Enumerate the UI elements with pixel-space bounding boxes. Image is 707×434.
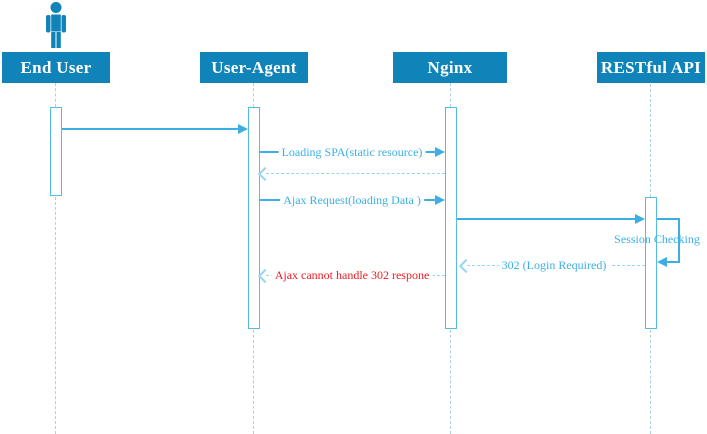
participant-label: User-Agent [211,57,297,77]
message-label: Loading SPA(static resource) [278,145,426,159]
participant-label: End User [20,57,92,77]
lifeline-user-agent [253,83,254,107]
message-line [266,173,445,174]
message-label: Session Checking [614,232,700,246]
lifeline-end-user [55,197,56,434]
message-line [457,218,636,220]
arrowhead-icon [435,147,445,157]
arrowhead-icon [238,124,248,134]
participant-end-user: End User [2,52,110,83]
message-label: Ajax Request(loading Data ) [280,193,424,207]
lifeline-restful-api [650,330,651,434]
activation-end-user [50,107,62,196]
participant-label: Nginx [427,57,473,77]
open-arrowhead-icon [257,268,273,284]
person-icon [46,2,66,48]
message-line [62,128,239,130]
participant-restful-api: RESTful API [597,52,705,83]
lifeline-user-agent [253,330,254,434]
open-arrowhead-icon [257,166,273,182]
message-label: 302 (Login Required) [498,258,610,272]
lifeline-nginx [450,330,451,434]
self-message-line [667,261,680,263]
participant-user-agent: User-Agent [200,52,308,83]
arrowhead-icon [435,195,445,205]
participant-nginx: Nginx [393,52,507,83]
arrowhead-icon [635,214,645,224]
self-message-line [657,218,680,220]
open-arrowhead-icon [458,258,474,274]
lifeline-nginx [450,83,451,107]
activation-restful-api [645,197,657,329]
arrowhead-icon [657,257,667,267]
lifeline-end-user [55,83,56,107]
activation-nginx [445,107,457,329]
lifeline-restful-api [650,84,651,197]
activation-user-agent [248,107,260,329]
self-message-line [678,218,680,262]
message-label: Ajax cannot handle 302 respone [271,268,433,282]
participant-label: RESTful API [600,57,702,77]
